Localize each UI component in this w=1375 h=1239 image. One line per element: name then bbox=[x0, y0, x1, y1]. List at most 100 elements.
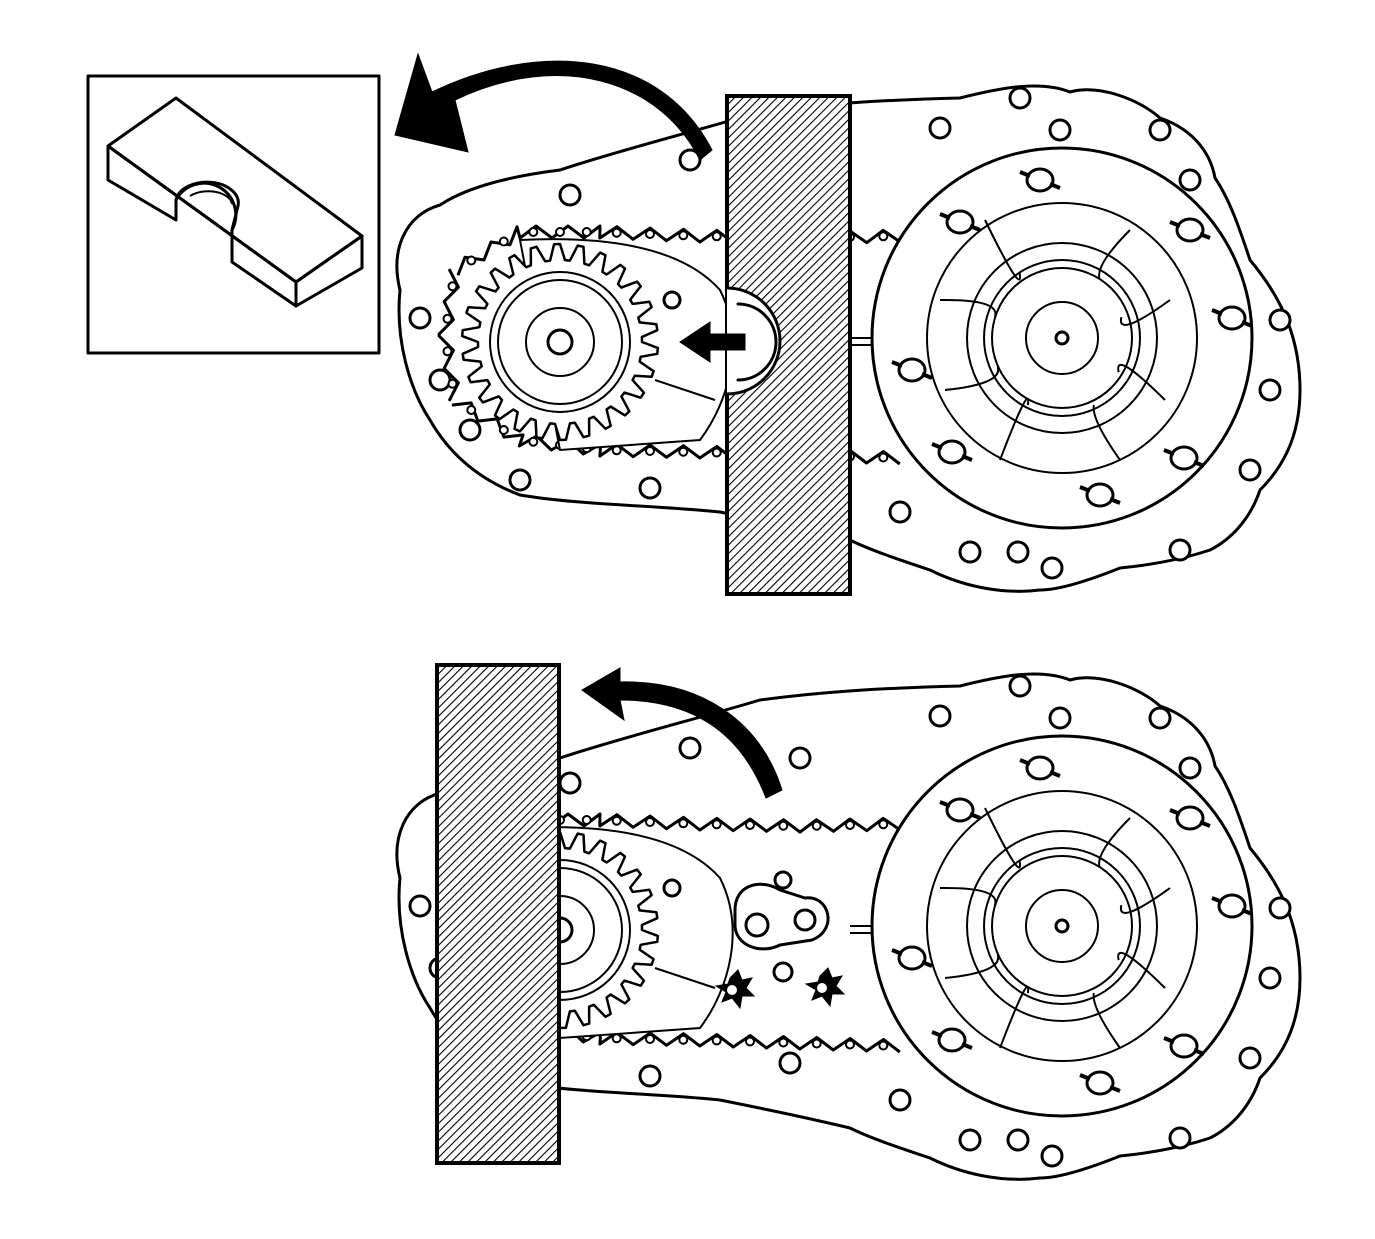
chain-link bbox=[878, 1040, 889, 1051]
mounting-hole bbox=[1008, 674, 1032, 698]
chain-link bbox=[645, 229, 655, 239]
chain-link bbox=[745, 1036, 755, 1047]
chain-link bbox=[466, 255, 477, 266]
chain-link bbox=[678, 446, 689, 457]
phaser-lock-tab-ears bbox=[939, 212, 981, 232]
mounting-hole bbox=[1258, 378, 1282, 402]
chain-link bbox=[611, 815, 622, 826]
chain-link bbox=[498, 236, 509, 247]
crank-sprocket-rim bbox=[489, 271, 631, 413]
mounting-hole bbox=[1148, 118, 1172, 142]
cam-hub-core bbox=[991, 855, 1133, 997]
chain-link bbox=[645, 1034, 655, 1044]
phaser-lock-tab bbox=[945, 797, 975, 823]
phaser-lock-tab bbox=[1169, 1033, 1199, 1059]
phaser-vane bbox=[1117, 951, 1166, 989]
phaser-lock-tab bbox=[1217, 305, 1247, 331]
engine-assembly-upper bbox=[395, 84, 1302, 593]
mounting-hole bbox=[638, 476, 662, 500]
chain-link bbox=[555, 227, 565, 237]
removal-arrow-upper bbox=[394, 52, 713, 161]
phaser-lock-tab bbox=[1025, 755, 1055, 781]
phaser-lock-tab bbox=[1085, 1070, 1115, 1096]
mounting-hole bbox=[928, 116, 952, 140]
chain-link bbox=[711, 231, 722, 242]
cam-hub-outer bbox=[966, 830, 1158, 1022]
phaser-lock-tab bbox=[897, 357, 927, 383]
upper-panel bbox=[86, 52, 1302, 596]
chain-link bbox=[878, 452, 889, 463]
phaser-lock-tab-ears bbox=[1169, 808, 1211, 828]
chain-link bbox=[611, 445, 622, 456]
mounting-hole bbox=[1178, 756, 1202, 780]
phaser-vane bbox=[999, 985, 1030, 1049]
chain-link bbox=[447, 281, 458, 292]
chain-link bbox=[711, 447, 722, 458]
mounting-hole bbox=[928, 704, 952, 728]
chain-link bbox=[611, 227, 622, 238]
guide-block-tool-icon bbox=[106, 96, 364, 308]
chain-guide-block-lower bbox=[435, 663, 561, 1165]
phaser-vane bbox=[999, 397, 1030, 461]
mounting-hole bbox=[958, 1128, 982, 1152]
mounting-hole bbox=[1268, 896, 1292, 920]
mounting-hole bbox=[638, 1064, 662, 1088]
guide-line bbox=[654, 967, 716, 989]
mounting-hole bbox=[1040, 556, 1064, 580]
chain-link bbox=[678, 1034, 689, 1045]
fastener-star-2 bbox=[804, 967, 846, 1008]
phaser-vane bbox=[984, 219, 1021, 281]
mounting-hole bbox=[1168, 538, 1192, 562]
phaser-vane bbox=[944, 954, 1000, 979]
phaser-vane bbox=[939, 298, 997, 318]
phaser-lock-tab bbox=[945, 209, 975, 235]
chain-link bbox=[645, 817, 655, 827]
mounting-hole bbox=[958, 540, 982, 564]
mounting-hole bbox=[1178, 168, 1202, 192]
chain-link bbox=[845, 820, 855, 830]
mounting-hole bbox=[1238, 458, 1262, 482]
chain-link bbox=[811, 820, 822, 831]
crank-center bbox=[546, 328, 574, 356]
removal-arrow-lower bbox=[581, 667, 783, 799]
mounting-hole bbox=[408, 306, 432, 330]
chain-link bbox=[498, 425, 509, 435]
phaser-lock-tab bbox=[937, 1027, 967, 1053]
chain-link bbox=[528, 227, 539, 237]
chain-link bbox=[811, 1038, 822, 1049]
phaser-vane bbox=[944, 366, 1000, 391]
mounting-hole bbox=[408, 894, 432, 918]
pin-hole bbox=[662, 290, 682, 310]
chain-link bbox=[845, 1039, 855, 1050]
pin-hole bbox=[662, 878, 682, 898]
phaser-vane bbox=[1117, 363, 1166, 401]
phaser-vane bbox=[1119, 887, 1171, 914]
tool-inset bbox=[86, 74, 381, 355]
cam-hub-inner bbox=[983, 847, 1141, 1005]
mounting-hole bbox=[558, 183, 582, 207]
chain-link bbox=[711, 819, 722, 830]
mounting-hole bbox=[888, 500, 912, 524]
phaser-lock-tab-ears bbox=[1169, 220, 1211, 240]
mounting-hole bbox=[1006, 540, 1030, 564]
phaser-lock-tab bbox=[1175, 805, 1205, 831]
phaser-lock-tab bbox=[1085, 482, 1115, 508]
phaser-vane bbox=[984, 807, 1021, 869]
chain-link bbox=[528, 436, 539, 447]
phaser-vane bbox=[939, 886, 997, 906]
mounting-hole bbox=[1040, 1144, 1064, 1168]
phaser-lock-tab-ears bbox=[1079, 485, 1121, 505]
chain-link bbox=[442, 346, 453, 357]
chain-link bbox=[878, 231, 889, 242]
mounting-hole bbox=[1006, 1128, 1030, 1152]
chain-link bbox=[678, 818, 689, 829]
phaser-lock-tab-ears bbox=[931, 1030, 973, 1050]
phaser-lock-tab bbox=[897, 945, 927, 971]
mounting-hole bbox=[1168, 1126, 1192, 1150]
phaser-lock-tab-ears bbox=[891, 360, 933, 380]
chain-link bbox=[581, 815, 592, 825]
mounting-hole bbox=[1268, 308, 1292, 332]
chain-link bbox=[645, 446, 655, 456]
